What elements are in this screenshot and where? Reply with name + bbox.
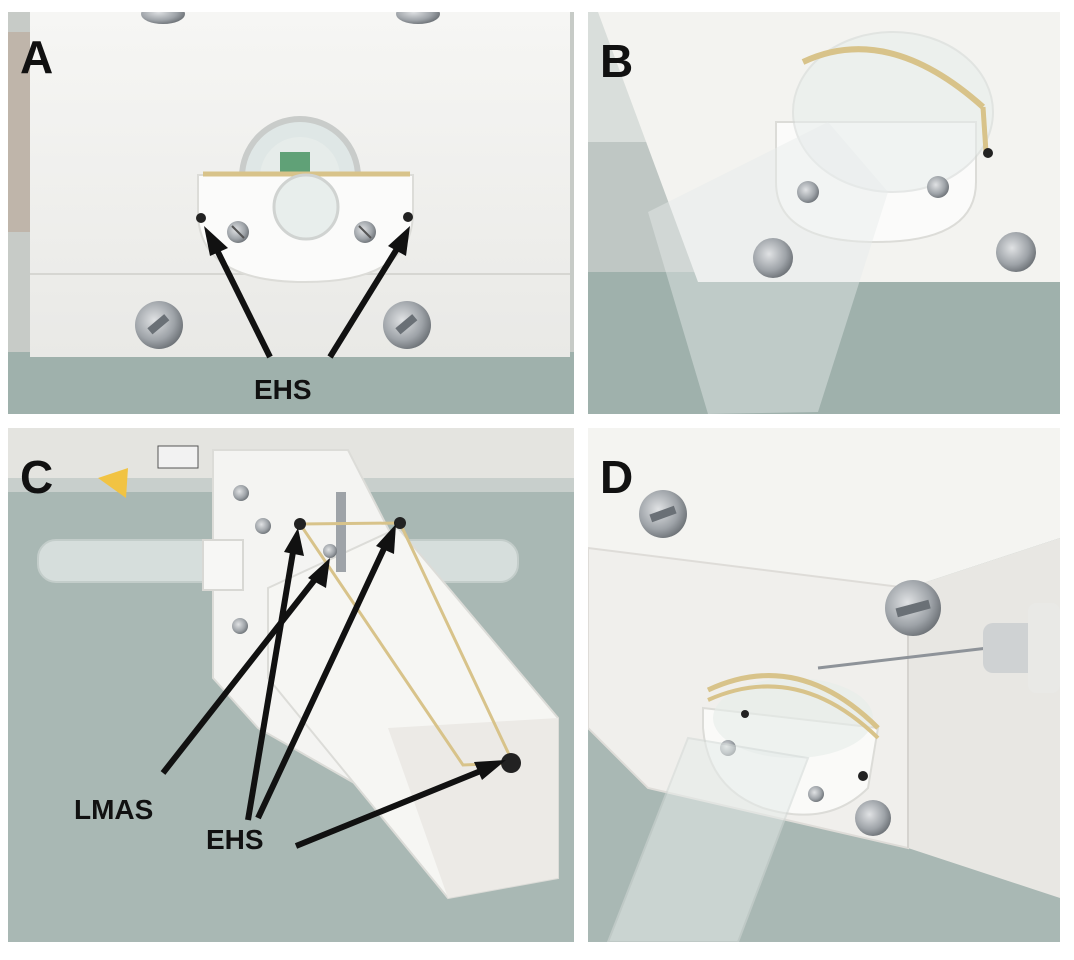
panel-a-photo [8,12,574,414]
panel-label-d: D [600,451,634,503]
panel-a: A EHS [8,12,574,414]
panel-c-ehs-label: EHS [206,824,264,855]
panel-c-photo [8,428,574,942]
panel-a-ehs-label: EHS [254,374,312,405]
panel-c-lmas-label: LMAS [74,794,154,825]
panel-label-b: B [600,35,634,87]
panel-label-a: A [20,31,54,83]
panel-d-photo [588,428,1060,942]
panel-b-photo [588,12,1060,414]
panel-d: D [588,428,1060,942]
panel-b: B [588,12,1060,414]
panel-c: C LMAS EHS [8,428,574,942]
panel-label-c: C [20,451,54,503]
